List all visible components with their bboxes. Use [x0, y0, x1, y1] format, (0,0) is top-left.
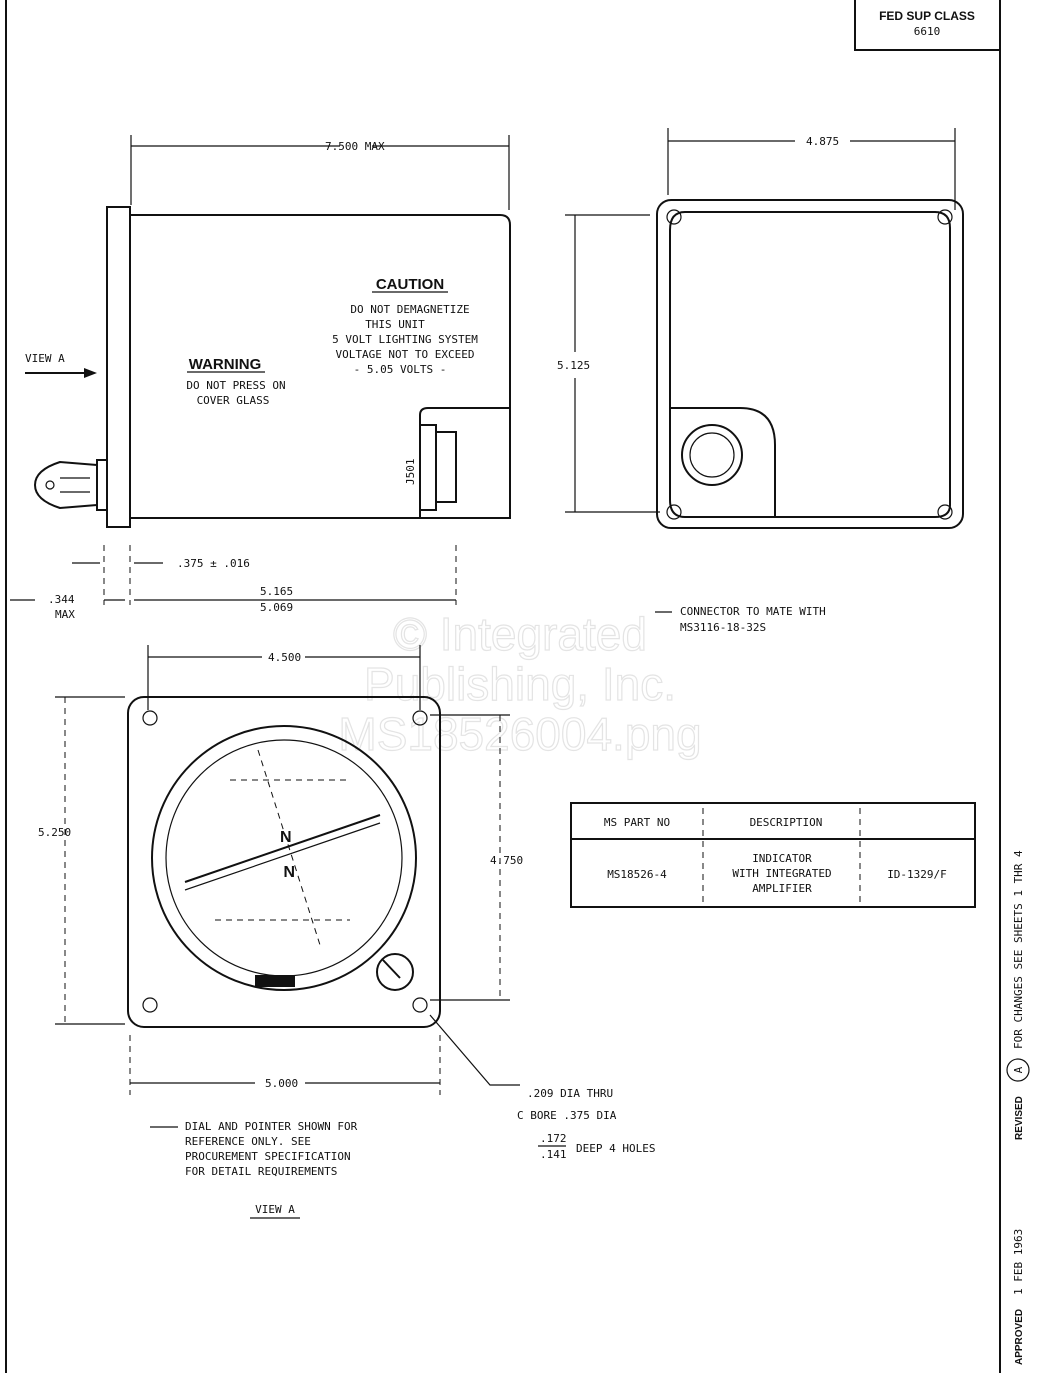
svg-text:J501: J501 — [404, 459, 417, 486]
svg-text:.172: .172 — [540, 1132, 567, 1145]
svg-text:ID-1329/F: ID-1329/F — [887, 868, 947, 881]
svg-text:WARNING: WARNING — [189, 356, 262, 373]
svg-text:INDICATOR: INDICATOR — [752, 852, 812, 865]
svg-text:5.000: 5.000 — [265, 1077, 298, 1090]
svg-text:MS3116-18-32S: MS3116-18-32S — [680, 621, 766, 634]
svg-text:Publishing, Inc.: Publishing, Inc. — [364, 658, 676, 710]
svg-text:.375 ± .016: .375 ± .016 — [177, 557, 250, 570]
svg-text:.344: .344 — [48, 593, 75, 606]
svg-text:DESCRIPTION: DESCRIPTION — [750, 816, 823, 829]
svg-text:VOLTAGE NOT TO EXCEED: VOLTAGE NOT TO EXCEED — [335, 348, 474, 361]
svg-text:5.125: 5.125 — [557, 359, 590, 372]
front-view: N N 4.500 5.250 4.750 5.000 .209 DIA THR… — [38, 645, 655, 1219]
svg-text:VIEW A: VIEW A — [25, 352, 65, 365]
fed-sup-class-box: FED SUP CLASS 6610 — [854, 0, 1000, 51]
svg-text:COVER GLASS: COVER GLASS — [197, 394, 270, 407]
svg-text:5.250: 5.250 — [38, 826, 71, 839]
svg-text:FOR DETAIL REQUIREMENTS: FOR DETAIL REQUIREMENTS — [185, 1165, 337, 1178]
svg-text:MS18526-4: MS18526-4 — [607, 868, 667, 881]
svg-text:FED SUP CLASS: FED SUP CLASS — [879, 9, 975, 23]
svg-text:- 5.05 VOLTS -: - 5.05 VOLTS - — [354, 363, 447, 376]
svg-text:6610: 6610 — [914, 25, 941, 38]
svg-text:5.069: 5.069 — [260, 601, 293, 614]
svg-text:THIS UNIT: THIS UNIT — [365, 318, 425, 331]
rear-view: 4.875 5.125 CONNECTOR TO MATE WITH MS311… — [557, 128, 964, 634]
svg-text:.141: .141 — [540, 1148, 567, 1161]
svg-text:FOR CHANGES SEE SHEETS 1 THR 4: FOR CHANGES SEE SHEETS 1 THR 4 — [1012, 850, 1025, 1049]
svg-text:CONNECTOR TO MATE WITH: CONNECTOR TO MATE WITH — [680, 605, 826, 618]
svg-text:4.750: 4.750 — [490, 854, 523, 867]
svg-text:REFERENCE ONLY. SEE: REFERENCE ONLY. SEE — [185, 1135, 311, 1148]
svg-text:© Integrated: © Integrated — [393, 608, 647, 660]
svg-text:REVISED: REVISED — [1014, 1096, 1025, 1140]
svg-text:MS18526004.png: MS18526004.png — [338, 708, 701, 760]
svg-text:PROCUREMENT SPECIFICATION: PROCUREMENT SPECIFICATION — [185, 1150, 351, 1163]
svg-text:C BORE .375 DIA: C BORE .375 DIA — [517, 1109, 617, 1122]
svg-text:CAUTION: CAUTION — [376, 276, 444, 293]
mounting-holes — [142, 710, 428, 1013]
svg-text:4.500: 4.500 — [268, 651, 301, 664]
svg-text:1 FEB 1963: 1 FEB 1963 — [1012, 1229, 1025, 1295]
svg-text:.209 DIA THRU: .209 DIA THRU — [527, 1087, 613, 1100]
revision-strip: APPROVED 1 FEB 1963 REVISED A FOR CHANGE… — [1006, 850, 1030, 1365]
svg-text:DO NOT PRESS ON: DO NOT PRESS ON — [186, 379, 285, 392]
svg-text:DO NOT DEMAGNETIZE: DO NOT DEMAGNETIZE — [350, 303, 469, 316]
svg-text:7.500 MAX: 7.500 MAX — [325, 140, 385, 153]
svg-text:WITH INTEGRATED: WITH INTEGRATED — [732, 867, 831, 880]
table-row: MS18526-4 INDICATOR WITH INTEGRATED AMPL… — [607, 852, 947, 895]
svg-text:5 VOLT LIGHTING SYSTEM: 5 VOLT LIGHTING SYSTEM — [332, 333, 478, 346]
parts-table: MS PART NO DESCRIPTION MS18526-4 INDICAT… — [570, 802, 976, 908]
svg-text:MAX: MAX — [55, 608, 75, 621]
svg-text:N: N — [283, 862, 295, 879]
svg-text:4.875: 4.875 — [806, 135, 839, 148]
svg-text:DIAL AND POINTER SHOWN FOR: DIAL AND POINTER SHOWN FOR — [185, 1120, 358, 1133]
svg-text:5.165: 5.165 — [260, 585, 293, 598]
svg-text:APPROVED: APPROVED — [1014, 1309, 1025, 1365]
svg-text:VIEW A: VIEW A — [255, 1203, 295, 1216]
svg-text:DEEP 4 HOLES: DEEP 4 HOLES — [576, 1142, 655, 1155]
watermark: © Integrated Publishing, Inc. MS18526004… — [338, 607, 702, 760]
side-view: 7.500 MAX VIEW A CAUTION DO NOT DEMAGNET… — [10, 135, 511, 621]
svg-text:A: A — [1012, 1066, 1025, 1073]
svg-text:MS PART NO: MS PART NO — [604, 816, 670, 829]
svg-text:AMPLIFIER: AMPLIFIER — [752, 882, 812, 895]
